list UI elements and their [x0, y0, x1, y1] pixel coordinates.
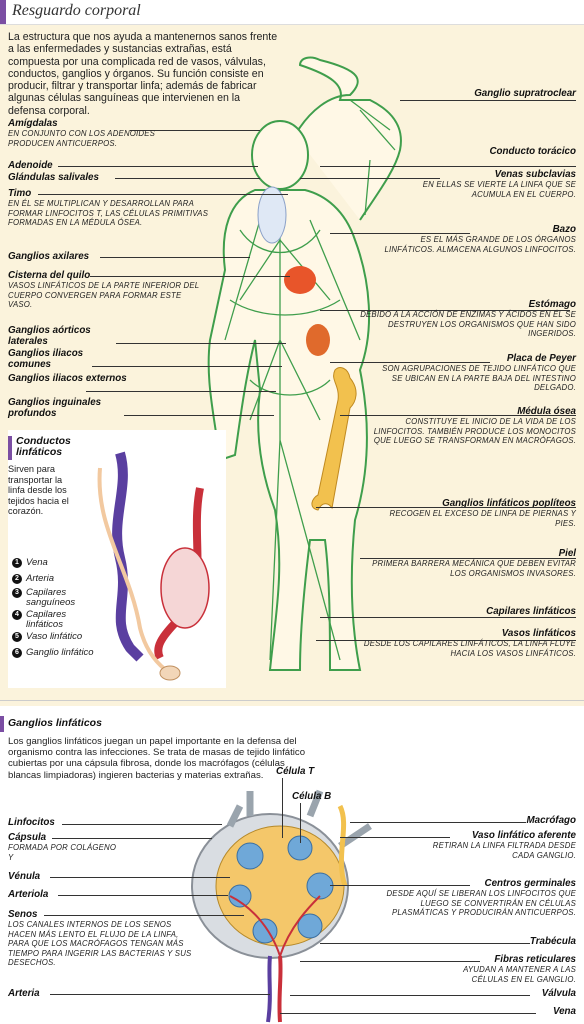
label-trabecula: Trabécula — [529, 936, 576, 947]
panel-accent — [8, 436, 12, 460]
label-valvula: Válvula — [541, 988, 576, 999]
leader-line — [320, 166, 576, 167]
leader-line — [340, 837, 450, 838]
ganglios-section: Ganglios linfáticos Los ganglios linfáti… — [0, 706, 584, 1024]
leader-line — [130, 130, 260, 131]
leader-line — [400, 100, 576, 101]
peyer-shape — [306, 324, 330, 356]
label-ganglios-aorticos: Ganglios aórticos laterales — [8, 325, 91, 347]
leader-line — [90, 276, 290, 277]
leader-line — [290, 995, 530, 996]
ganglios-desc: Los ganglios linfáticos juegan un papel … — [8, 736, 306, 781]
conductos-illustration — [97, 451, 210, 681]
label-macrofago: Macrófago — [526, 815, 576, 826]
leader-line — [92, 366, 282, 367]
leader-line — [330, 885, 470, 886]
leader-line — [320, 943, 530, 944]
conductos-panel: Conductos linfáticos Sirven para transpo… — [8, 430, 226, 688]
label-estomago: Estómago Debido a la acción de enzimas y… — [360, 299, 576, 338]
label-conducto-toracico: Conducto torácico — [489, 146, 576, 157]
label-glandulas-salivales: Glándulas salivales — [8, 172, 99, 183]
leader-line — [124, 415, 274, 416]
label-vaso-aferente: Vaso linfático aferente Retiran la linfa… — [432, 830, 576, 860]
title-bar: Resguardo corporal — [0, 0, 584, 25]
label-fibras-reticulares: Fibras reticulares Ayudan a mantener a l… — [463, 954, 576, 984]
page-title: Resguardo corporal — [12, 2, 141, 19]
leader-line — [316, 507, 576, 508]
label-piel: Piel Primera barrera mecánica que deben … — [372, 548, 576, 578]
label-capsula: Cápsula Formada por colágeno y — [8, 832, 117, 862]
label-ganglios-inguinales: Ganglios inguinales profundos — [8, 397, 102, 419]
ganglios-title: Ganglios linfáticos — [8, 717, 102, 729]
leader-line — [350, 822, 526, 823]
leader-line — [280, 1013, 536, 1014]
label-ganglio-supratroclear: Ganglio supratroclear — [474, 88, 576, 99]
leader-line — [116, 343, 286, 344]
stomach-shape — [284, 266, 316, 294]
leader-line — [100, 257, 250, 258]
leader-line — [115, 178, 260, 179]
label-capilares-linfaticos: Capilares linfáticos — [486, 606, 576, 617]
leader-line — [58, 166, 258, 167]
leader-line — [360, 558, 576, 559]
title-accent — [0, 0, 6, 24]
label-ganglios-iliacos-externos: Ganglios iliacos externos — [8, 373, 127, 384]
label-linfocitos: Linfocitos — [8, 817, 55, 828]
label-ganglios-iliacos-comunes: Ganglios iliacos comunes — [8, 348, 84, 370]
intro-text: La estructura que nos ayuda a mantenerno… — [8, 31, 278, 117]
label-celula-b: Célula B — [292, 791, 332, 802]
label-medula-osea: Médula ósea Constituye el inicio de la v… — [373, 406, 576, 445]
leader-line — [330, 362, 490, 363]
leader-line — [320, 617, 576, 618]
section-divider — [0, 700, 584, 701]
label-bazo: Bazo Es el más grande de los órganos lin… — [384, 224, 576, 254]
label-ganglios-popliteos: Ganglios linfáticos poplíteos Recogen el… — [389, 498, 576, 528]
leader-line — [62, 824, 222, 825]
leader-line — [50, 994, 270, 995]
leader-line — [282, 778, 283, 838]
label-placa-peyer: Placa de Peyer Son agrupaciones de tejid… — [382, 353, 576, 392]
leader-line — [340, 415, 576, 416]
leader-line — [38, 194, 288, 195]
body-illustration — [207, 56, 402, 671]
leader-line — [50, 877, 230, 878]
conductos-title: Conductos linfáticos — [16, 435, 71, 458]
label-cisterna-quilo: Cisterna del quilo Vasos linfáticos de l… — [8, 270, 200, 309]
label-venula: Vénula — [8, 871, 41, 882]
leader-line — [330, 233, 470, 234]
label-adenoide: Adenoide — [8, 160, 53, 171]
label-timo: Timo En él se multiplican y desarrollan … — [8, 188, 209, 227]
leader-line — [52, 838, 212, 839]
label-senos: Senos Los canales internos de los senos … — [8, 909, 192, 967]
leader-line — [300, 178, 440, 179]
label-celula-t: Célula T — [276, 766, 315, 777]
label-vasos-linfaticos: Vasos linfáticos Desde los capilares lin… — [363, 628, 576, 658]
conductos-desc: Sirven para transportar la linfa desde l… — [8, 464, 69, 516]
section-accent — [0, 716, 4, 732]
leader-line — [320, 310, 570, 311]
leader-line — [58, 895, 228, 896]
label-vena: Vena — [552, 1006, 576, 1017]
thymus-shape — [257, 186, 287, 244]
label-arteriola: Arteriola — [8, 889, 49, 900]
leader-line — [44, 915, 244, 916]
femur-shape — [311, 367, 357, 511]
label-amigdalas: Amígdalas En conjunto con los adenoides … — [8, 118, 156, 148]
label-ganglios-axilares: Ganglios axilares — [8, 251, 90, 262]
label-centros-germinales: Centros germinales Desde aquí se liberan… — [386, 878, 576, 917]
label-arteria: Arteria — [8, 988, 40, 999]
label-venas-subclavias: Venas subclavias En ellas se vierte la l… — [422, 169, 576, 199]
leader-line — [86, 391, 276, 392]
leader-line — [300, 803, 301, 843]
leader-line — [300, 961, 480, 962]
ganglio-illustration — [191, 789, 372, 1023]
leader-line — [316, 640, 576, 641]
